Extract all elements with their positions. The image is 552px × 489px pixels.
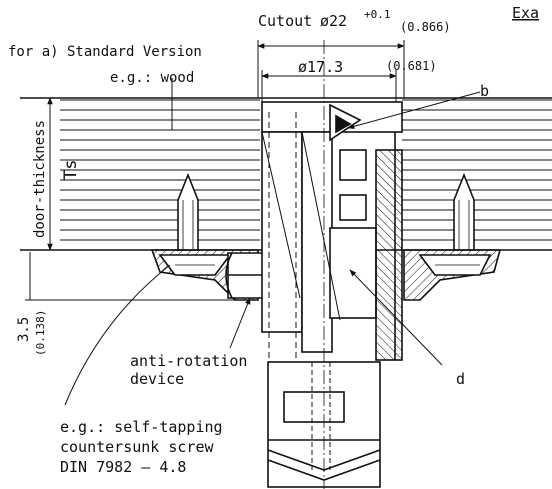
screw-right <box>453 172 475 251</box>
screw-note-line2: countersunk screw <box>60 438 214 456</box>
screw-left <box>177 172 199 251</box>
inner-diameter-dimension <box>261 70 397 102</box>
inner-diameter-value: ø17.3 <box>298 58 343 76</box>
example-partial: Exa <box>512 4 539 22</box>
cutout-tolerance: +0.1 <box>364 8 391 21</box>
offset-value: 3.5 <box>16 317 32 342</box>
leader-lines <box>64 78 481 406</box>
material-example: e.g.: wood <box>110 70 194 86</box>
anti-rotation-line2: device <box>130 370 184 388</box>
door-thickness-dimension <box>30 97 100 251</box>
ts-symbol: Ts <box>61 160 81 180</box>
door-thickness-label: door-thickness <box>32 120 48 238</box>
inner-diameter-inch: (0.681) <box>386 59 437 73</box>
cutout-prefix: Cutout <box>258 12 312 30</box>
offset-dimension <box>25 252 240 301</box>
cutout-inch: (0.866) <box>400 20 451 34</box>
offset-inch: (0.138) <box>34 310 47 356</box>
standard-version-label: for a) Standard Version <box>8 44 202 60</box>
screw-note-line1: e.g.: self-tapping <box>60 418 223 436</box>
anti-rotation-line1: anti-rotation <box>130 352 247 370</box>
callout-d: d <box>456 370 465 388</box>
cutout-diameter: ø22 <box>320 12 347 30</box>
cutout-dimension <box>257 40 405 98</box>
callout-b: b <box>480 82 489 100</box>
screw-note-line3: DIN 7982 – 4.8 <box>60 458 186 476</box>
